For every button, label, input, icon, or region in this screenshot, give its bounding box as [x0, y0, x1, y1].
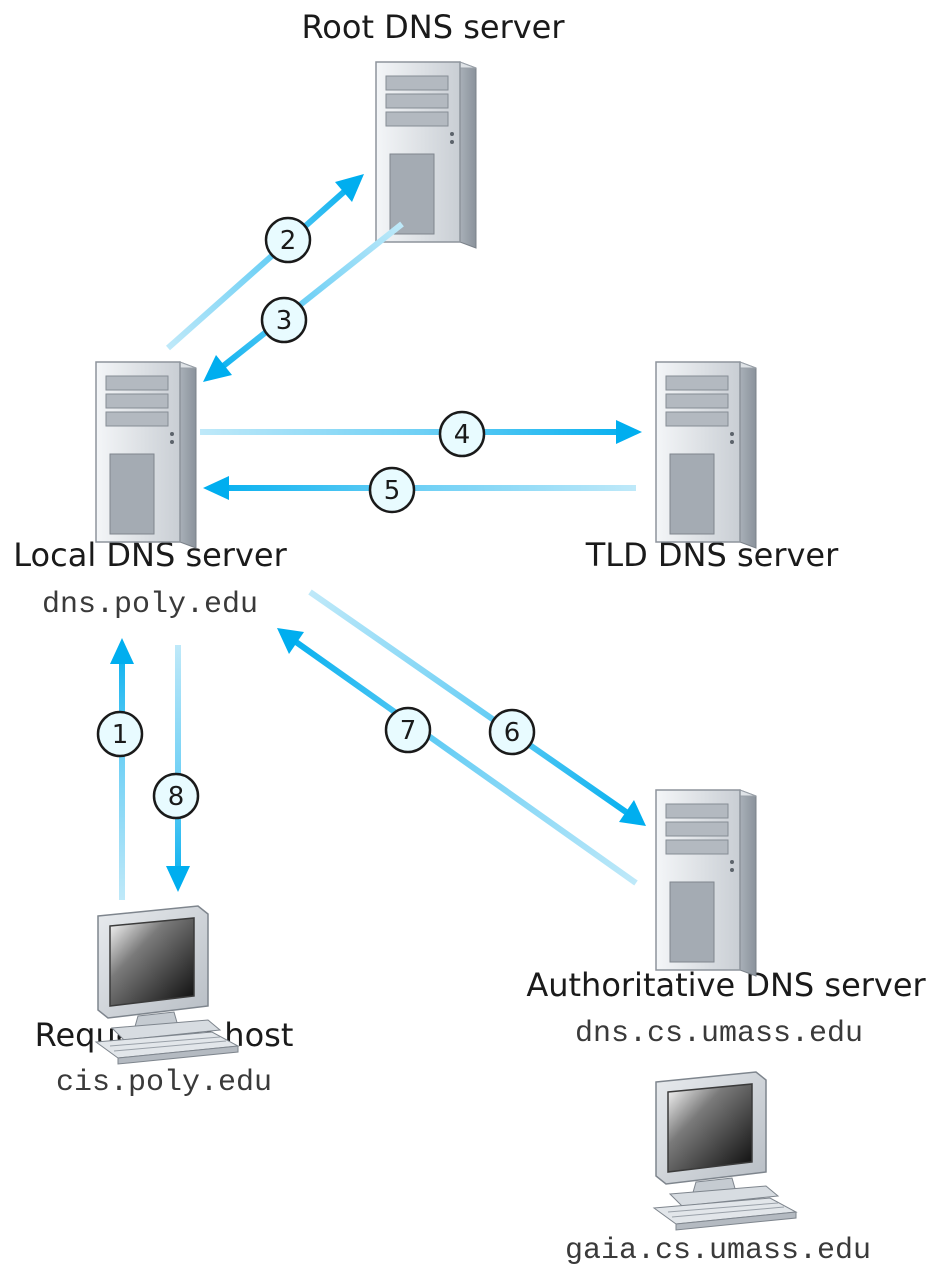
- requesting-host-computer-icon: [95, 905, 239, 1065]
- step-4-badge: 4: [438, 410, 486, 458]
- step-3-number: 3: [276, 306, 293, 336]
- step-8-number: 8: [168, 782, 185, 812]
- root-dns-server-label: Root DNS server: [301, 8, 565, 46]
- step-5-number: 5: [384, 476, 401, 506]
- root-dns-server-icon: [375, 61, 477, 249]
- step-4-arrow: [200, 420, 642, 444]
- step-8-badge: 8: [152, 772, 200, 820]
- requesting-host-name-label: cis.poly.edu: [56, 1066, 272, 1100]
- step-1-number: 1: [112, 720, 129, 750]
- step-7-badge: 7: [384, 706, 432, 754]
- step-2-arrow: [166, 174, 364, 351]
- step-1-arrow: [110, 638, 134, 900]
- step-6-badge: 6: [488, 708, 536, 756]
- authoritative-dns-server-label: Authoritative DNS server: [526, 966, 926, 1004]
- step-2-number: 2: [280, 226, 297, 256]
- step-8-arrow: [166, 645, 190, 892]
- target-host-computer-icon: [653, 1071, 797, 1231]
- local-dns-server-icon: [95, 361, 197, 549]
- step-6-number: 6: [504, 718, 521, 748]
- authoritative-dns-host-label: dns.cs.umass.edu: [575, 1017, 863, 1051]
- local-dns-host-label: dns.poly.edu: [42, 588, 258, 622]
- step-7-arrow: [277, 628, 638, 886]
- step-3-badge: 3: [260, 296, 308, 344]
- target-host-name-label: gaia.cs.umass.edu: [565, 1234, 871, 1268]
- step-7-number: 7: [400, 716, 417, 746]
- step-2-badge: 2: [264, 216, 312, 264]
- step-4-number: 4: [454, 420, 471, 450]
- tld-dns-server-icon: [655, 361, 757, 549]
- step-6-arrow: [308, 589, 646, 826]
- authoritative-dns-server-icon: [655, 789, 757, 977]
- step-5-arrow: [203, 476, 636, 500]
- step-5-badge: 5: [368, 466, 416, 514]
- step-3-arrow: [203, 221, 404, 382]
- step-1-badge: 1: [96, 710, 144, 758]
